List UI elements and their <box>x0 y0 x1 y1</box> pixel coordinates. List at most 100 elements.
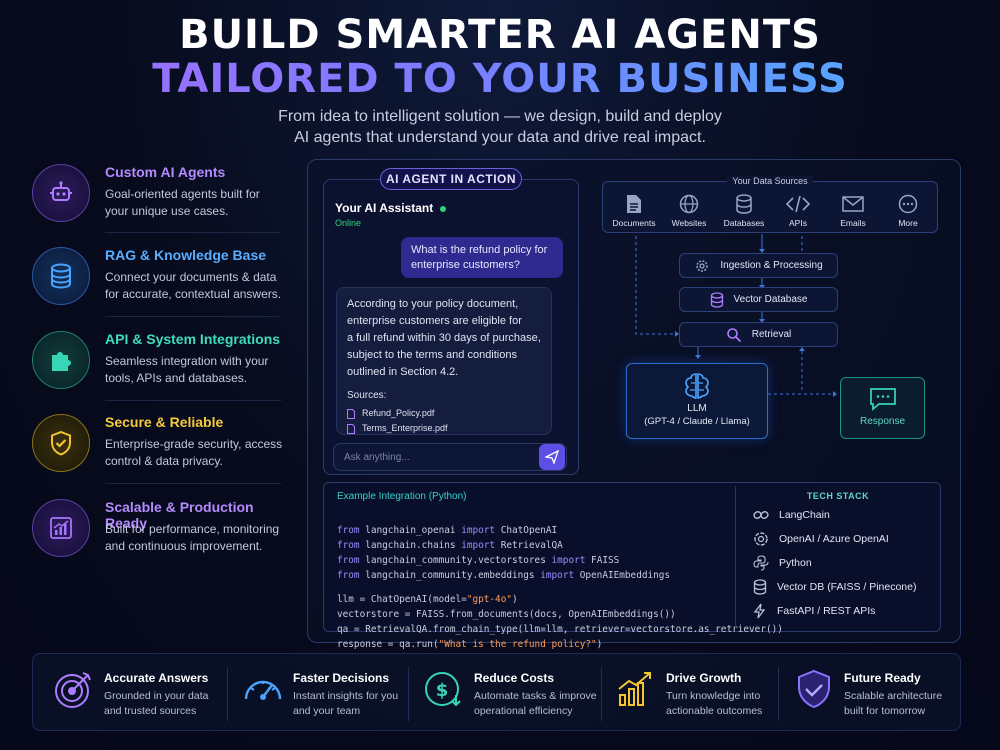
code-token: response = qa.run( <box>337 639 439 650</box>
bar-growth-icon <box>618 672 651 706</box>
feature-desc: Built for performance, monitoring and co… <box>105 522 280 553</box>
code-keyword: from <box>337 570 360 581</box>
source-link-terms[interactable]: Terms_Enterprise.pdf <box>347 421 541 436</box>
llm-subtitle: (GPT-4 / Claude / Llama) <box>644 416 750 427</box>
tech-item-fastapi: FastAPI / REST APIs <box>753 603 875 619</box>
file-icon <box>347 408 355 419</box>
database-icon <box>753 579 767 595</box>
feature-desc: Connect your documents & data for accura… <box>105 270 282 301</box>
code-title: Example Integration (Python) <box>337 491 467 502</box>
code-line: from langchain_community.vectorstores im… <box>337 553 783 568</box>
shield-check-icon <box>32 414 90 472</box>
code-token: langchain_openai <box>365 525 456 536</box>
source-apis[interactable]: APIs <box>773 194 823 228</box>
arrowhead <box>799 347 805 351</box>
stage-label: Ingestion & Processing <box>720 260 823 271</box>
divider <box>408 667 409 721</box>
divider <box>105 232 281 233</box>
assistant-message-line: subject to the terms and conditions <box>347 349 517 361</box>
brain-icon <box>685 373 709 399</box>
puzzle-icon <box>32 331 90 389</box>
code-keyword: import <box>461 525 496 536</box>
data-sources-box: Documents Websites Databases APIs Emails… <box>602 181 938 233</box>
feature-title: Custom AI Agents <box>105 164 226 180</box>
arrowhead <box>833 391 837 397</box>
code-token: FAISS <box>591 555 620 566</box>
feature-title: API & System Integrations <box>105 331 281 347</box>
source-label: Emails <box>840 218 866 228</box>
benefit-title: Drive Growth <box>666 671 742 685</box>
source-label: Databases <box>723 218 765 228</box>
code-keyword: import <box>540 570 575 581</box>
tech-item-label: OpenAI / Azure OpenAI <box>779 533 889 545</box>
chat-input[interactable]: Ask anything... <box>333 443 567 471</box>
divider <box>105 316 281 317</box>
feature-scalable: Scalable & Production Ready Built for pe… <box>32 495 284 567</box>
divider <box>227 667 228 721</box>
flow-connectors <box>635 234 837 397</box>
code-token: langchain_community.vectorstores <box>365 555 546 566</box>
tech-item-vectordb: Vector DB (FAISS / Pinecone) <box>753 579 916 595</box>
stage-label: Retrieval <box>751 329 792 340</box>
stage-ingestion: Ingestion & Processing <box>679 253 838 278</box>
code-token: ) <box>511 594 518 605</box>
divider <box>735 486 736 628</box>
dollar-down-icon: $ <box>425 672 461 707</box>
benefit-title: Faster Decisions <box>293 671 390 685</box>
python-icon <box>753 555 769 571</box>
growth-chart-icon <box>32 499 90 557</box>
feature-desc: Seamless integration with your tools, AP… <box>105 354 269 385</box>
code-line: llm = ChatOpenAI(model="gpt-4o") <box>337 592 783 607</box>
code-token: OpenAIEmbeddings <box>579 570 671 581</box>
database-icon <box>736 194 752 214</box>
benefit-title: Reduce Costs <box>474 671 555 685</box>
benefit-desc: Instant insights for you and your team <box>293 690 399 717</box>
send-icon <box>545 450 559 464</box>
source-link-refund[interactable]: Refund_Policy.pdf <box>347 406 541 421</box>
source-label: Documents <box>612 218 656 228</box>
code-line: response = qa.run("What is the refund po… <box>337 637 783 652</box>
database-icon <box>32 247 90 305</box>
arrowhead <box>759 319 765 323</box>
source-websites[interactable]: Websites <box>664 194 714 228</box>
divider <box>601 667 602 721</box>
stage-label: Vector Database <box>733 294 808 305</box>
feature-title: RAG & Knowledge Base <box>105 247 267 263</box>
source-file-name: Terms_Enterprise.pdf <box>362 423 448 433</box>
tech-item-label: LangChain <box>779 509 830 521</box>
source-emails[interactable]: Emails <box>828 194 878 228</box>
source-databases[interactable]: Databases <box>719 194 769 228</box>
divider <box>105 483 281 484</box>
online-dot-icon <box>439 205 446 212</box>
divider <box>778 667 779 721</box>
sources-label: Sources: <box>347 390 387 401</box>
code-token: langchain_community.embeddings <box>365 570 535 581</box>
code-keyword: from <box>337 555 360 566</box>
source-documents[interactable]: Documents <box>609 194 659 228</box>
bolt-icon <box>753 603 766 619</box>
benefit-faster: Faster Decisions Instant insights for yo… <box>233 665 413 721</box>
llm-box: LLM (GPT-4 / Claude / Llama) <box>626 363 768 439</box>
code-token: langchain.chains <box>365 540 456 551</box>
benefit-future: Future Ready Scalable architecture built… <box>784 665 959 721</box>
source-more[interactable]: More <box>883 194 933 228</box>
code-line: from langchain.chains import RetrievalQA <box>337 538 783 553</box>
code-token: ChatOpenAI <box>500 525 558 536</box>
shield-icon <box>798 669 830 709</box>
code-keyword: from <box>337 540 360 551</box>
feature-rag: RAG & Knowledge Base Connect your docume… <box>32 243 284 315</box>
code-token: ) <box>596 639 603 650</box>
chat-badge: AI AGENT IN ACTION <box>380 168 522 190</box>
data-sources-title: Your Data Sources <box>602 176 938 186</box>
gear-icon <box>696 259 709 272</box>
magnifier-icon <box>726 327 741 342</box>
more-icon <box>898 194 918 214</box>
tech-item-langchain: LangChain <box>753 508 830 522</box>
chat-input-placeholder: Ask anything... <box>344 452 410 463</box>
code-line: from langchain_openai import ChatOpenAI <box>337 523 783 538</box>
tech-item-label: Vector DB (FAISS / Pinecone) <box>777 581 917 593</box>
feature-integrations: API & System Integrations Seamless integ… <box>32 327 284 399</box>
send-button[interactable] <box>539 444 565 470</box>
arrowhead <box>759 249 765 253</box>
code-line: from langchain_community.embeddings impo… <box>337 568 783 583</box>
